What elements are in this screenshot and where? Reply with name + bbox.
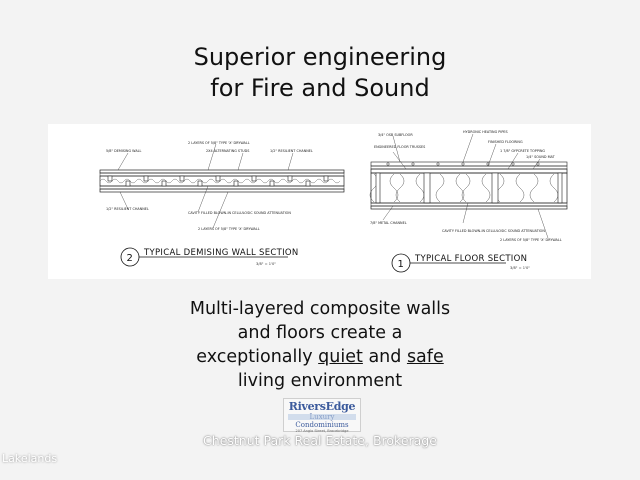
wall-section-label: TYPICAL DEMISING WALL SECTION bbox=[143, 248, 299, 258]
lakelands-watermark: Lakelands bbox=[2, 452, 58, 465]
description-text: Multi-layered composite walls and floors… bbox=[0, 297, 640, 393]
note-finished-flooring: FINISHED FLOORING bbox=[488, 140, 523, 144]
note-demising-wall: 5/8" DEMISING WALL bbox=[106, 149, 142, 153]
note-cavity: CAVITY FILLED BLOWN-IN CELLULOSIC SOUND … bbox=[188, 211, 291, 215]
logo-band bbox=[288, 414, 356, 420]
title-line-2: for Fire and Sound bbox=[210, 74, 430, 102]
description-line-4: living environment bbox=[237, 371, 403, 391]
note-drywall-bottom: 2 LAYERS OF 5/8" TYPE 'X' DRYWALL bbox=[198, 227, 260, 231]
note-sound-mat: 1/4" SOUND MAT bbox=[526, 155, 556, 159]
description-line-1: Multi-layered composite walls bbox=[189, 299, 451, 319]
note-subfloor: 3/4" OSB SUBFLOOR bbox=[378, 133, 413, 137]
note-studs: 2X4 ALTERNATING STUDS bbox=[206, 149, 249, 153]
description-line-3-start: exceptionally bbox=[196, 347, 319, 367]
note-drywall-top: 2 LAYERS OF 5/8" TYPE 'X' DRYWALL bbox=[188, 141, 250, 145]
slide-title: Superior engineering for Fire and Sound bbox=[0, 42, 640, 104]
floor-section: 3/4" OSB SUBFLOOR HYDRONIC HEATING PIPES… bbox=[369, 130, 568, 273]
description-line-3-mid: and bbox=[362, 347, 407, 367]
floor-section-scale: 3/8" = 1'0" bbox=[510, 266, 530, 270]
note-floor-drywall: 2 LAYERS OF 5/8" TYPE 'X' DRYWALL bbox=[500, 238, 562, 242]
brokerage-watermark: Chestnut Park Real Estate, Brokerage bbox=[203, 433, 437, 448]
floor-section-label: TYPICAL FLOOR SECTION bbox=[414, 254, 527, 264]
description-line-2: and floors create a bbox=[237, 323, 403, 343]
note-resilient-bottom: 1/2" RESILIENT CHANNEL bbox=[106, 207, 149, 211]
note-floor-cavity: CAVITY FILLED BLOWN-IN CELLULOSIC SOUND … bbox=[442, 229, 545, 233]
construction-drawing: 5/8" DEMISING WALL 2 LAYERS OF 5/8" TYPE… bbox=[48, 124, 591, 279]
logo-address: 207 Anglo Street, Bracebridge bbox=[295, 429, 349, 433]
section-drawings-svg: 5/8" DEMISING WALL 2 LAYERS OF 5/8" TYPE… bbox=[99, 130, 568, 273]
note-heating-pipes: HYDRONIC HEATING PIPES bbox=[463, 130, 508, 134]
note-topping: 1 7/8" GYPCRETE TOPPING bbox=[500, 149, 545, 153]
title-line-1: Superior engineering bbox=[193, 43, 447, 71]
quiet-word: quiet bbox=[318, 347, 363, 367]
floor-section-number: 1 bbox=[398, 259, 404, 270]
riversedge-logo: RiversEdge Luxury Condominiums 207 Anglo… bbox=[283, 398, 361, 433]
wall-section: 5/8" DEMISING WALL 2 LAYERS OF 5/8" TYPE… bbox=[99, 141, 345, 267]
logo-name: RiversEdge bbox=[288, 400, 356, 413]
wall-section-scale: 3/8" = 1'0" bbox=[256, 262, 276, 266]
note-resilient-top: 1/2" RESILIENT CHANNEL bbox=[270, 149, 313, 153]
note-metal-channel: 7/8" METAL CHANNEL bbox=[370, 221, 407, 225]
safe-word: safe bbox=[406, 347, 444, 367]
wall-section-number: 2 bbox=[127, 253, 133, 264]
description-line-3: exceptionally quiet and safe bbox=[0, 345, 640, 369]
note-trusses: ENGINEERED FLOOR TRUSSES bbox=[374, 145, 425, 149]
